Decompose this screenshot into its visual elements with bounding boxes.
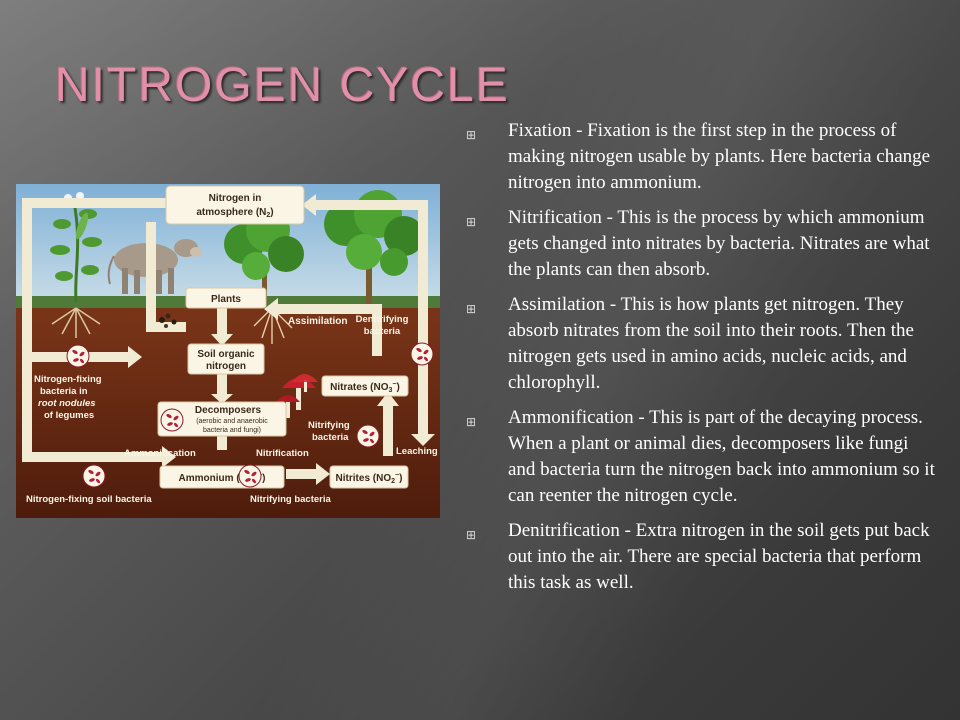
- bullet-text: Denitrification - Extra nitrogen in the …: [508, 520, 930, 593]
- bullet-square-icon: ⊞: [466, 528, 477, 542]
- nitrates-sup: −: [392, 381, 396, 388]
- nitrites-close: ): [399, 473, 402, 484]
- ammonium-close: ): [262, 473, 265, 484]
- bullet-assimilation: ⊞ Assimilation - This is how plants get n…: [466, 292, 940, 396]
- nitrites-sup: −: [395, 472, 399, 479]
- nitrifying-bottom-label: Nitrifying bacteria: [250, 494, 331, 505]
- ammonification-label: Ammonification: [124, 448, 196, 459]
- nitrates-sub: 3: [389, 387, 393, 394]
- fixing-label-2: bacteria in: [40, 386, 88, 397]
- bacteria-icon-soil-fixing: [82, 464, 106, 488]
- organic-debris: [159, 313, 177, 328]
- bullet-text: Nitrification - This is the process by w…: [508, 207, 930, 280]
- leaching-label: Leaching: [396, 446, 438, 457]
- decomposers-box: [157, 401, 287, 437]
- svg-text:Nitrates (NO3−): Nitrates (NO3−): [330, 381, 400, 394]
- mushrooms: [276, 374, 318, 418]
- plants-label: Plants: [211, 294, 241, 305]
- bullet-fixation: ⊞ Fixation - Fixation is the first step i…: [466, 118, 940, 196]
- atmosphere-label-close: ): [270, 207, 273, 218]
- bullet-square-icon: ⊞: [466, 128, 477, 142]
- fixing-label-4: of legumes: [44, 410, 94, 421]
- assimilation-label: Assimilation: [288, 316, 347, 327]
- plant-roots: [253, 307, 293, 344]
- bullet-nitrification: ⊞ Nitrification - This is the process by …: [466, 205, 940, 283]
- nitrites-sub: 2: [391, 478, 395, 485]
- svg-text:Nitrites (NO2−): Nitrites (NO2−): [336, 472, 403, 485]
- atmosphere-label-sub: 2: [266, 212, 270, 219]
- soil-organic-box: [187, 343, 265, 375]
- decomposers-label: Decomposers: [195, 405, 262, 416]
- slide-title: NITROGEN CYCLE: [55, 59, 510, 112]
- svg-text:Nitrogen in: Nitrogen in: [209, 193, 262, 204]
- bullet-denitrification: ⊞ Denitrification - Extra nitrogen in the…: [466, 518, 940, 596]
- nitrifying-label-2: bacteria: [312, 432, 349, 443]
- decomposers-note-2: bacteria and fungi): [203, 427, 261, 434]
- bacteria-icon-decomposers: [160, 408, 184, 432]
- bacteria-icon-root-nodules: [66, 344, 90, 368]
- bullet-ammonification: ⊞ Ammonification - This is part of the de…: [466, 405, 940, 509]
- ammonium-label: Ammonium (NH: [179, 473, 255, 484]
- fixing-label-3: root nodules: [38, 398, 96, 409]
- denitrifying-label-2: bacteria: [364, 326, 401, 337]
- bacteria-icon-denitrifying: [410, 342, 434, 366]
- bullet-text: Ammonification - This is part of the dec…: [508, 407, 935, 506]
- nitrites-box: [329, 465, 409, 489]
- soil-organic-label-2: nitrogen: [206, 361, 246, 372]
- fixing-label-1: Nitrogen-fixing: [34, 374, 102, 385]
- legume-plant: [50, 192, 102, 338]
- bacteria-icon-nitrifying-upper: [356, 424, 380, 448]
- soil-organic-label-1: Soil organic: [197, 349, 255, 360]
- svg-text:atmosphere (N2): atmosphere (N2): [196, 207, 273, 219]
- decomposers-note-1: (aerobic and anaerobic: [196, 418, 268, 425]
- denitrifying-label-1: Denitrifying: [356, 314, 409, 325]
- nitrates-close: ): [397, 382, 400, 393]
- bullet-square-icon: ⊞: [466, 415, 477, 429]
- nitrites-label: Nitrites (NO: [336, 473, 392, 484]
- diagram-svg: Nitrogen in atmosphere (N2) Plants Assim…: [16, 184, 440, 518]
- nitrates-label: Nitrates (NO: [330, 382, 389, 393]
- nitrogen-cycle-diagram: Nitrogen in atmosphere (N2) Plants Assim…: [16, 184, 440, 518]
- atmosphere-label-1: Nitrogen in: [209, 193, 262, 204]
- atmosphere-box: [165, 185, 305, 225]
- plants-box: [185, 287, 267, 309]
- bullet-text: Assimilation - This is how plants get ni…: [508, 294, 914, 393]
- nitrates-box: [321, 375, 409, 397]
- bullet-text: Fixation - Fixation is the first step in…: [508, 120, 931, 193]
- bullet-square-icon: ⊞: [466, 302, 477, 316]
- nitrifying-label-1: Nitrifying: [308, 420, 350, 431]
- atmosphere-label-2: atmosphere (N: [196, 207, 266, 218]
- bacteria-icon-nitrifying: [238, 464, 262, 488]
- bullet-list: ⊞ Fixation - Fixation is the first step i…: [466, 118, 940, 605]
- nitrification-label: Nitrification: [256, 448, 309, 459]
- bullet-square-icon: ⊞: [466, 215, 477, 229]
- fixing-soil-label: Nitrogen-fixing soil bacteria: [26, 494, 152, 505]
